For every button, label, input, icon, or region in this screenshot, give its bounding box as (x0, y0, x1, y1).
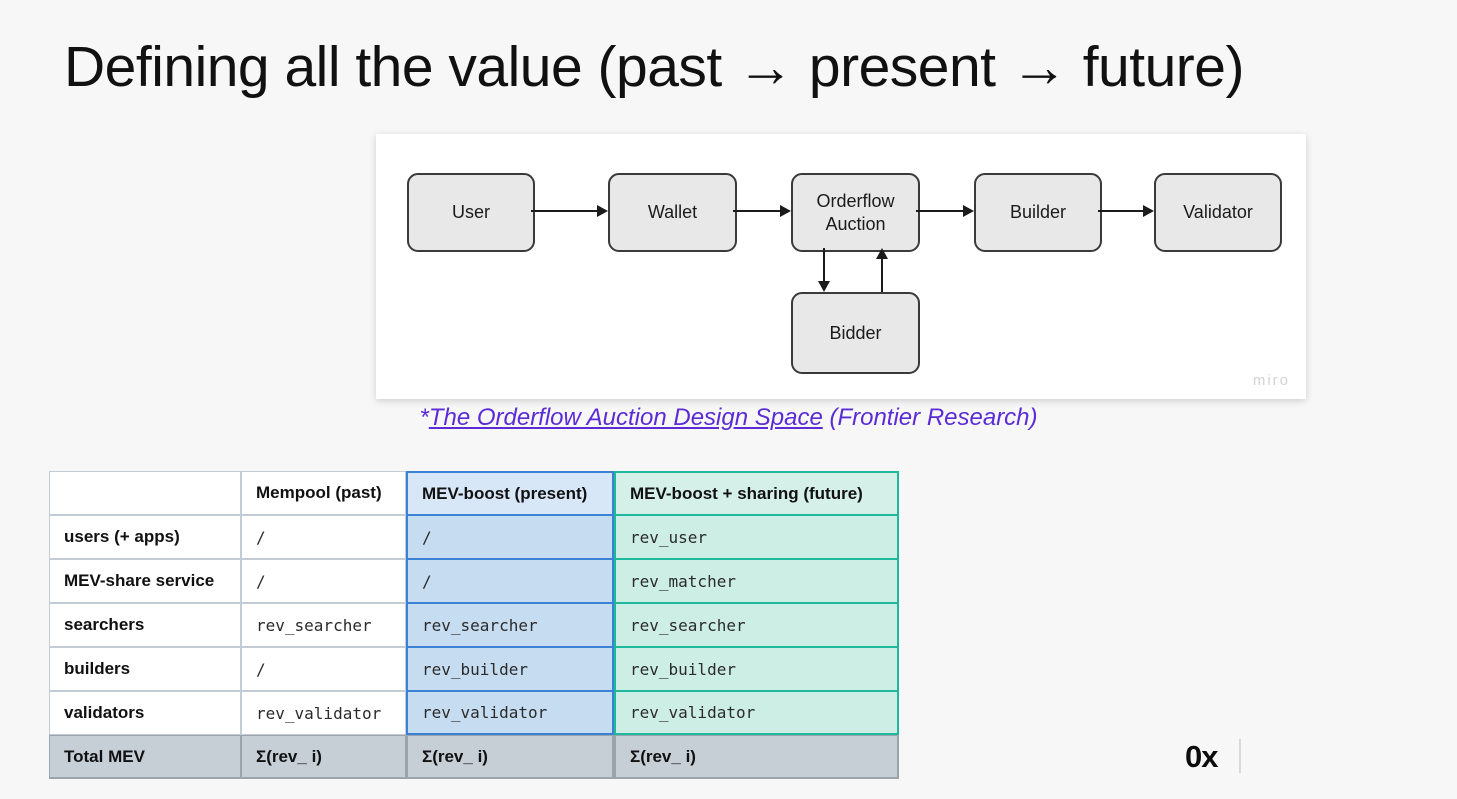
arrow-orderflow-to-bidder-head (818, 281, 830, 292)
diagram-node-builder-label: Builder (1009, 202, 1067, 223)
diagram-node-bidder: Bidder (791, 292, 920, 374)
arrow-user-to-wallet-line (531, 210, 597, 212)
diagram-node-wallet-label: Wallet (647, 202, 698, 223)
cell-total-future: Σ(rev_ i) (614, 735, 899, 779)
table-total-row: Total MEV Σ(rev_ i) Σ(rev_ i) Σ(rev_ i) (49, 735, 899, 779)
arrow-wallet-to-orderflow-head (780, 205, 791, 217)
row-label-total-mev: Total MEV (49, 735, 241, 779)
diagram-node-builder: Builder (974, 173, 1102, 252)
cell-validators-future: rev_validator (614, 691, 899, 735)
row-label-users: users (+ apps) (49, 515, 241, 559)
diagram-node-wallet: Wallet (608, 173, 737, 252)
cell-total-past: Σ(rev_ i) (241, 735, 406, 779)
diagram-node-user-label: User (451, 202, 490, 223)
row-label-builders: builders (49, 647, 241, 691)
cell-mevshare-present: / (406, 559, 614, 603)
miro-watermark: miro (1252, 372, 1290, 389)
diagram-caption: *The Orderflow Auction Design Space (Fro… (0, 404, 1457, 432)
cell-validators-past: rev_validator (241, 691, 406, 735)
arrow-builder-to-validator-line (1098, 210, 1143, 212)
caption-suffix: (Frontier Research) (822, 404, 1038, 431)
table-header-blank (49, 471, 241, 515)
zero-x-logo-text: 0x (1185, 738, 1218, 774)
brand-logo: 0x (1185, 738, 1242, 774)
cell-builders-present: rev_builder (406, 647, 614, 691)
arrow-bidder-to-orderflow-line (881, 259, 883, 292)
table-header-mevboost-present: MEV-boost (present) (406, 471, 614, 515)
cell-mevshare-past: / (241, 559, 406, 603)
table-row: builders / rev_builder rev_builder (49, 647, 899, 691)
table-header-mevboost-sharing-future: MEV-boost + sharing (future) (614, 471, 899, 515)
row-label-mev-share-service: MEV-share service (49, 559, 241, 603)
table-row: validators rev_validator rev_validator r… (49, 691, 899, 735)
arrow-user-to-wallet-head (597, 205, 608, 217)
cell-users-present: / (406, 515, 614, 559)
cell-mevshare-future: rev_matcher (614, 559, 899, 603)
diagram-node-orderflow-auction-label-line2: Auction (825, 213, 886, 234)
caption-asterisk: * (419, 404, 429, 431)
table-row: users (+ apps) / / rev_user (49, 515, 899, 559)
table-row: MEV-share service / / rev_matcher (49, 559, 899, 603)
table-header-row: Mempool (past) MEV-boost (present) MEV-b… (49, 471, 899, 515)
diagram-card: User Wallet Orderflow Auction Builder Va… (376, 134, 1306, 399)
row-label-searchers: searchers (49, 603, 241, 647)
diagram-node-user: User (407, 173, 535, 252)
cell-users-future: rev_user (614, 515, 899, 559)
cell-total-present: Σ(rev_ i) (406, 735, 614, 779)
arrow-builder-to-validator-head (1143, 205, 1154, 217)
cell-users-past: / (241, 515, 406, 559)
table-row: searchers rev_searcher rev_searcher rev_… (49, 603, 899, 647)
brand-divider (1239, 739, 1242, 773)
arrow-orderflow-to-bidder-line (823, 248, 825, 281)
table-header-mempool-past: Mempool (past) (241, 471, 406, 515)
arrow-bidder-to-orderflow-head (876, 248, 888, 259)
cell-searchers-future: rev_searcher (614, 603, 899, 647)
arrow-orderflow-to-builder-line (916, 210, 963, 212)
arrow-wallet-to-orderflow-line (733, 210, 780, 212)
arrow-orderflow-to-builder-head (963, 205, 974, 217)
cell-searchers-past: rev_searcher (241, 603, 406, 647)
diagram-node-bidder-label: Bidder (829, 322, 882, 343)
cell-builders-past: / (241, 647, 406, 691)
diagram-node-orderflow-auction-label-line1: Orderflow (816, 191, 895, 211)
mev-value-table: Mempool (past) MEV-boost (present) MEV-b… (49, 471, 899, 779)
cell-builders-future: rev_builder (614, 647, 899, 691)
row-label-validators: validators (49, 691, 241, 735)
caption-source-link[interactable]: The Orderflow Auction Design Space (428, 404, 823, 431)
cell-searchers-present: rev_searcher (406, 603, 614, 647)
diagram-node-validator-label: Validator (1183, 202, 1253, 223)
cell-validators-present: rev_validator (406, 691, 614, 735)
diagram-node-validator: Validator (1154, 173, 1282, 252)
page-title: Defining all the value (past → present →… (64, 35, 1244, 99)
diagram-node-orderflow-auction: Orderflow Auction (791, 173, 920, 252)
